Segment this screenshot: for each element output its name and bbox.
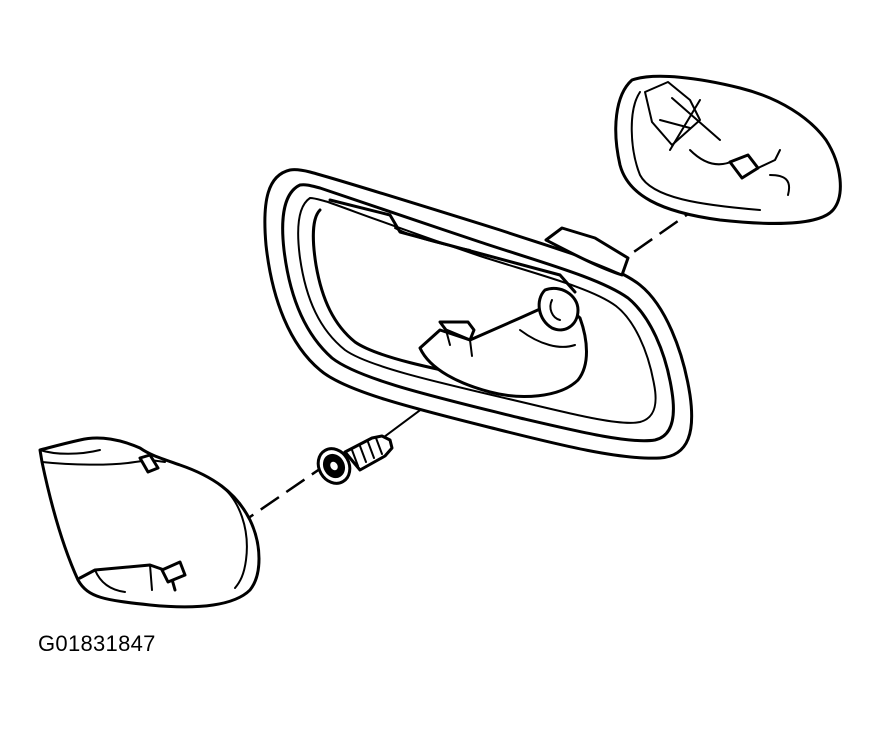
mirror-head-trim-cover [614,74,842,225]
front-cover [38,436,261,609]
mirror-housing-frame [263,168,694,460]
figure-id-label: G01831847 [38,631,156,656]
mounting-screw [316,434,394,485]
